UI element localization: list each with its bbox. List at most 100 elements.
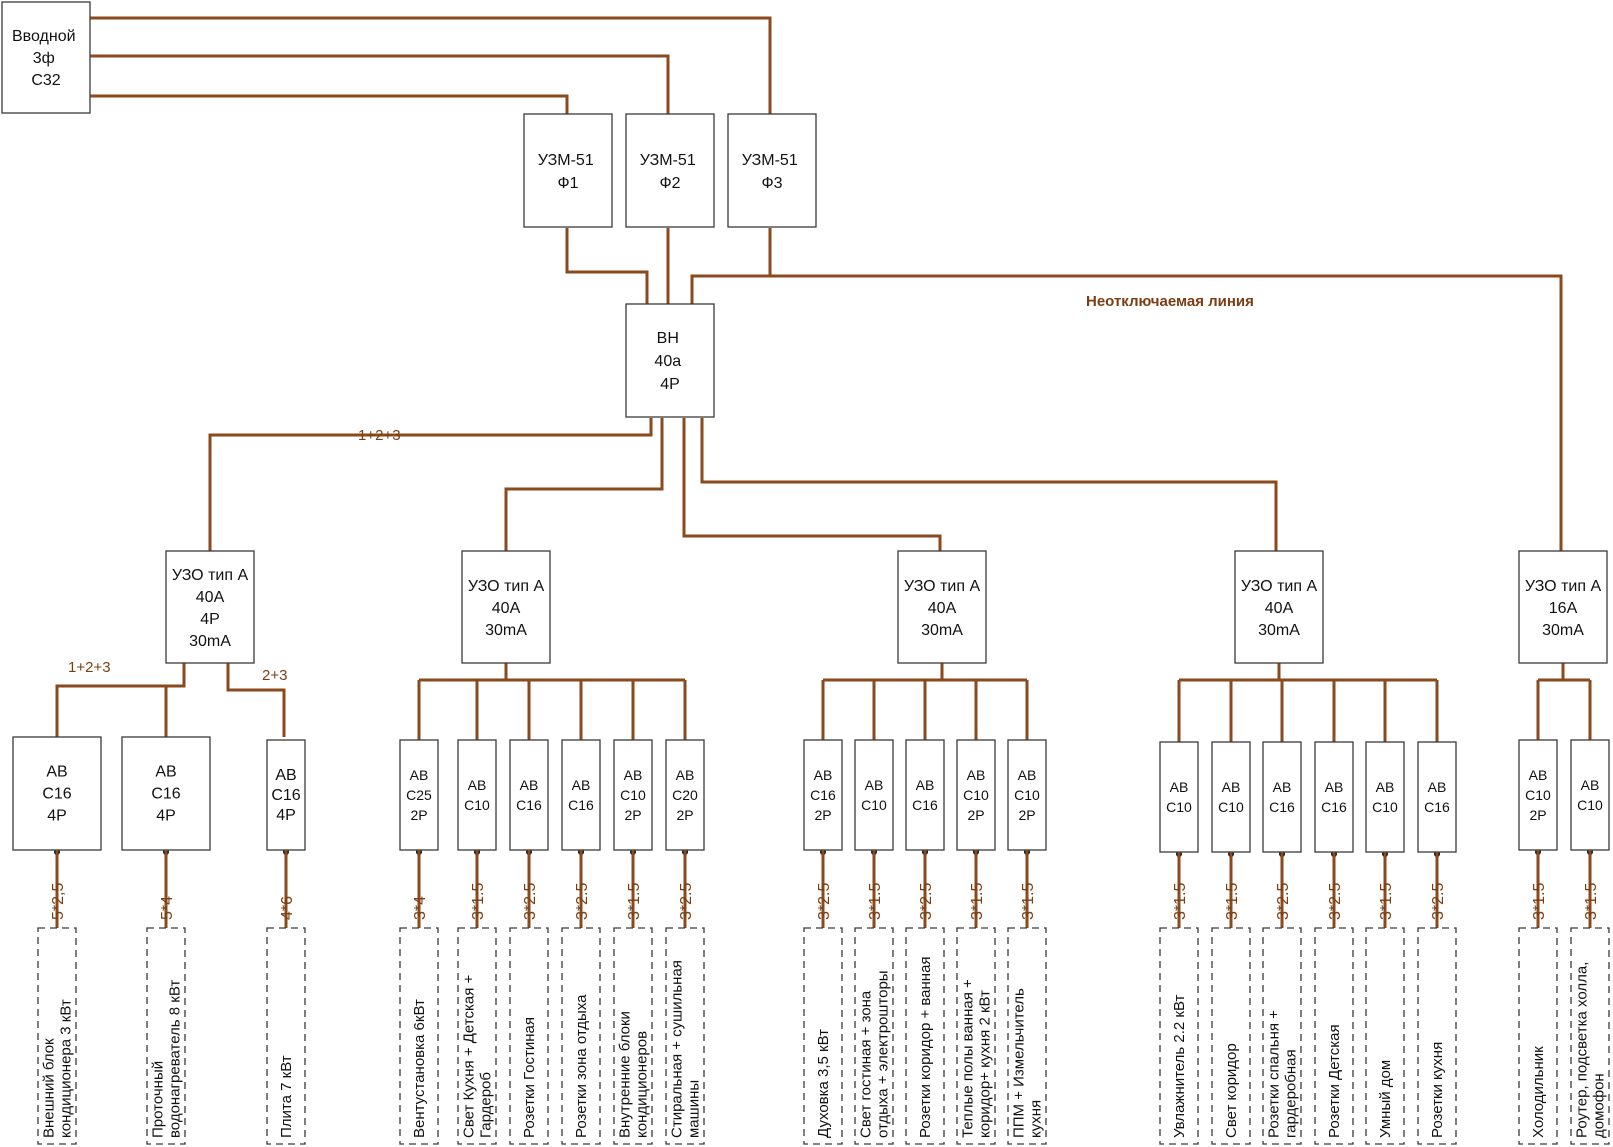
breaker-2-2-line-2: C10 (464, 797, 490, 813)
load-2-5-line-1: Внутренние блоки (617, 1011, 634, 1138)
phases-main-label: 1+2+3 (358, 427, 401, 444)
breaker-2-6-line-2: C20 (672, 787, 698, 803)
breaker-3-2-line-2: C10 (861, 797, 887, 813)
load-4-3-line-2: гардеробная (1283, 1049, 1300, 1138)
breaker-2-1-line-3: 2Р (410, 807, 427, 823)
load-2-2-line-2: Гардероб (478, 1072, 495, 1138)
voltage-relay-f3: УЗМ-51 Ф3 (727, 113, 817, 228)
rcd-4-line-1: УЗО тип А (1241, 578, 1318, 595)
load-4-6-line-1: Розетки кухня (1429, 1042, 1446, 1138)
cable-spec-2-2: 3*1.5 (470, 883, 487, 920)
breaker-3-3-line-2: C16 (912, 797, 938, 813)
svg-text:УЗМ-51 Ф3: УЗМ-51 Ф3 (742, 152, 802, 192)
cable-spec-4-3: 3*2.5 (1275, 883, 1292, 920)
load-2-4: Розетки зона отдыха (561, 927, 601, 1145)
breaker-3-5-line-1: АВ (1018, 767, 1037, 783)
breaker-1-1-line-3: 4Р (47, 808, 67, 825)
group-buses (417, 663, 1592, 742)
breaker-2-3-line-2: C16 (516, 797, 542, 813)
breaker-5-1-line-3: 2Р (1529, 807, 1546, 823)
cable-spec-2-4: 3*2.5 (574, 883, 591, 920)
rcd-1-line-3: 4Р (200, 611, 220, 628)
breaker-4-6-line-1: АВ (1428, 779, 1447, 795)
load-3-4-line-2: коридор+ кухня 2 кВт (977, 990, 994, 1138)
voltage-relay-f1: УЗМ-51 Ф1 (523, 113, 613, 228)
load-2-3-line-1: Розетки Гостиная (521, 1017, 538, 1138)
load-3-1: Духовка 3,5 кВт (803, 927, 843, 1145)
rcd-3-line-1: УЗО тип А (904, 578, 981, 595)
breaker-3-1-line-2: C16 (810, 787, 836, 803)
breaker-2-6-line-1: АВ (676, 767, 695, 783)
cable-spec-2-1: 3*4 (412, 896, 429, 920)
cable-spec-1-1: 5*2,5 (50, 883, 67, 920)
breaker-2-4: АВ C16 (561, 739, 601, 851)
load-4-5: Умный дом (1365, 927, 1405, 1145)
breaker-2-3-line-1: АВ (520, 777, 539, 793)
load-4-5-line-1: Умный дом (1377, 1060, 1394, 1138)
uzm3-line-1: УЗМ-51 (742, 152, 798, 169)
breaker-4-3-line-1: АВ (1273, 779, 1292, 795)
breaker-4-3-line-2: C16 (1269, 799, 1295, 815)
cable-spec-3-4: 3*1.5 (969, 883, 986, 920)
breaker-1-3-line-2: C16 (271, 787, 300, 804)
load-1-2-line-1: Проточный (150, 1061, 167, 1138)
load-3-4-line-1: Теплые полы ванная + (960, 979, 977, 1138)
breaker-3-3-line-1: АВ (916, 777, 935, 793)
breaker-4-5-line-1: АВ (1376, 779, 1395, 795)
breaker-1-2-line-1: АВ (155, 764, 176, 781)
load-4-4: Розетки Детская (1314, 927, 1354, 1145)
breaker-4-2-line-2: C10 (1218, 799, 1244, 815)
load-4-2-line-1: Свет коридор (1223, 1043, 1240, 1138)
rcd-5-line-1: УЗО тип А (1525, 578, 1602, 595)
breaker-1-2-line-3: 4Р (156, 808, 176, 825)
load-2-1: Вентустановка 6кВт (399, 927, 439, 1145)
load-2-5-line-2: кондиционеров (634, 1031, 651, 1138)
cable-spec-5-1: 3*1.5 (1531, 883, 1548, 920)
load-5-2-line-2: домофон (1591, 1073, 1608, 1138)
breaker-1-3-line-1: АВ (275, 767, 296, 784)
input-breaker: Вводной 3ф C32 (1, 1, 91, 114)
breaker-4-3: АВ C16 (1262, 741, 1302, 853)
breaker-4-6-line-2: C16 (1424, 799, 1450, 815)
rcd-1-line-1: УЗО тип А (172, 567, 249, 584)
uzm1-line-1: УЗМ-51 (538, 152, 594, 169)
rcd-5-line-3: 30mA (1542, 622, 1584, 639)
voltage-relay-f2: УЗМ-51 Ф2 (625, 113, 715, 228)
breaker-2-4-line-2: C16 (568, 797, 594, 813)
load-1-1-line-2: кондиционера 3 кВт (58, 999, 75, 1138)
breaker-1-1-line-2: C16 (42, 786, 71, 803)
input-line-3: C32 (31, 72, 60, 89)
rcd-2-line-1: УЗО тип А (468, 578, 545, 595)
breaker-4-4-line-1: АВ (1325, 779, 1344, 795)
breaker-2-5-line-3: 2Р (624, 807, 641, 823)
breaker-5-2-line-1: АВ (1581, 777, 1600, 793)
cable-spec-4-1: 3*1.5 (1172, 883, 1189, 920)
breaker-1-2-line-2: C16 (151, 786, 180, 803)
rcd-2-line-3: 30mA (485, 622, 527, 639)
phases-group1-right-label: 2+3 (262, 667, 287, 684)
breaker-3-3: АВ C16 (905, 739, 945, 851)
main-switch: ВН 40а 4Р (625, 303, 715, 418)
breaker-2-4-line-1: АВ (572, 777, 591, 793)
load-4-3: Розетки спальня +гардеробная (1262, 927, 1302, 1145)
load-2-6-line-2: машины (686, 1080, 703, 1138)
breaker-1-3-line-3: 4Р (276, 807, 296, 824)
main-line-2: 40а (654, 353, 681, 370)
breaker-4-6: АВ C16 (1417, 741, 1457, 853)
uzm2-line-2: Ф2 (659, 175, 680, 192)
svg-text:УЗМ-51 Ф1: УЗМ-51 Ф1 (538, 152, 598, 192)
load-1-2-line-2: водонагреватель 8 кВт (167, 980, 184, 1138)
cable-spec-3-1: 3*2.5 (816, 883, 833, 920)
